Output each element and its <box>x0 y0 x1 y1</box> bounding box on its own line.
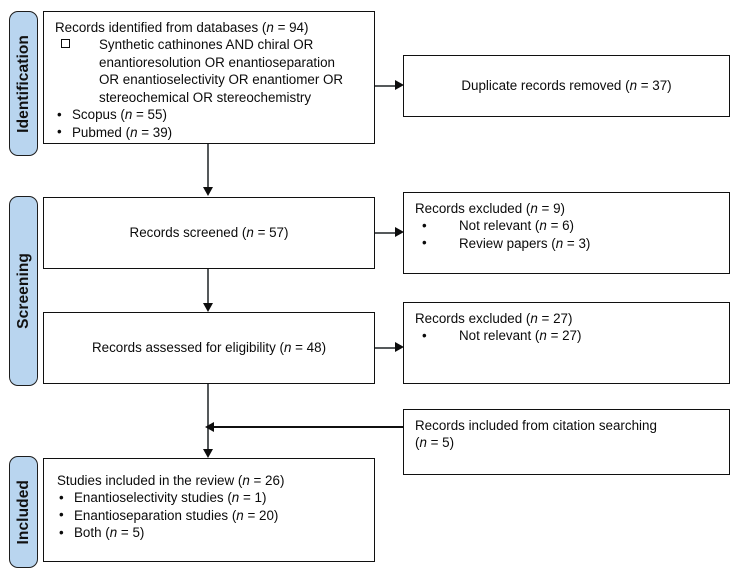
phase-included-label: Included <box>14 479 32 545</box>
box-citation-searching: Records included from citation searching… <box>403 409 730 475</box>
arrow-screened-to-eligibility <box>202 303 213 312</box>
exclusion-reason-list: Not relevant (n = 27) <box>415 327 718 345</box>
included-studies-list: Enantioselectivity studies (n = 1) Enant… <box>57 489 363 542</box>
box-studies-included: Studies included in the review (n = 26) … <box>43 458 375 562</box>
records-identified-heading: Records identified from databases (n = 9… <box>55 20 309 35</box>
arrow-eligibility-to-excluded <box>395 342 404 352</box>
connector-identified-to-duplicates <box>375 85 399 87</box>
phase-screening: Screening <box>9 196 38 386</box>
exclusion-reason-list: Not relevant (n = 6) Review papers (n = … <box>415 217 718 252</box>
studies-included-heading: Studies included in the review (n = 26) <box>57 473 285 488</box>
arrow-citation-to-spine <box>205 421 214 432</box>
list-item: Both (n = 5) <box>57 524 363 542</box>
phase-included: Included <box>9 456 38 568</box>
arrow-eligibility-to-included <box>202 449 213 458</box>
box-duplicates-removed-content: Duplicate records removed (n = 37) <box>415 77 718 94</box>
database-source-list: Scopus (n = 55) Pubmed (n = 39) <box>55 106 363 141</box>
records-excluded-screening-heading: Records excluded (n = 9) <box>415 201 565 216</box>
phase-identification-label: Identification <box>14 34 32 133</box>
box-records-screened-content: Records screened (n = 57) <box>55 224 363 241</box>
box-duplicates-removed: Duplicate records removed (n = 37) <box>403 55 730 117</box>
records-assessed-eligibility-text: Records assessed for eligibility (n = 48… <box>91 340 327 356</box>
arrow-identified-to-screened <box>202 187 213 196</box>
box-records-excluded-eligibility: Records excluded (n = 27) Not relevant (… <box>403 302 730 384</box>
list-item: Enantioselectivity studies (n = 1) <box>57 489 363 507</box>
box-studies-included-content: Studies included in the review (n = 26) … <box>57 472 363 542</box>
connector-screened-to-eligibility <box>207 269 209 310</box>
connector-eligibility-to-included <box>207 384 209 452</box>
search-query-item: Synthetic cathinones AND chiral OR enant… <box>55 36 363 106</box>
box-records-excluded-eligibility-content: Records excluded (n = 27) Not relevant (… <box>415 310 718 345</box>
checkbox-square-icon <box>61 38 70 48</box>
box-records-identified: Records identified from databases (n = 9… <box>43 11 375 144</box>
box-records-identified-content: Records identified from databases (n = 9… <box>55 19 363 141</box>
duplicates-removed-text: Duplicate records removed (n = 37) <box>461 78 672 94</box>
phase-identification: Identification <box>9 11 38 156</box>
box-records-assessed-eligibility: Records assessed for eligibility (n = 48… <box>43 312 375 384</box>
list-item: Not relevant (n = 6) <box>415 217 718 235</box>
connector-identified-to-screened <box>207 144 209 189</box>
citation-searching-line2: (n = 5) <box>415 435 455 451</box>
records-screened-text: Records screened (n = 57) <box>129 225 289 241</box>
list-item: Scopus (n = 55) <box>55 106 363 124</box>
box-citation-searching-content: Records included from citation searching… <box>415 417 718 452</box>
connector-screened-to-excluded <box>375 232 399 234</box>
records-excluded-eligibility-heading: Records excluded (n = 27) <box>415 311 573 326</box>
citation-searching-line1: Records included from citation searching <box>415 418 657 433</box>
box-records-excluded-screening-content: Records excluded (n = 9) Not relevant (n… <box>415 200 718 252</box>
box-records-screened: Records screened (n = 57) <box>43 197 375 269</box>
list-item: Review papers (n = 3) <box>415 234 718 252</box>
arrow-screened-to-excluded <box>395 227 404 237</box>
phase-screening-label: Screening <box>14 253 32 329</box>
connector-citation-to-spine <box>214 426 403 428</box>
search-query-text: Synthetic cathinones AND chiral OR enant… <box>99 37 344 105</box>
arrow-identified-to-duplicates <box>395 80 404 90</box>
box-records-assessed-eligibility-content: Records assessed for eligibility (n = 48… <box>55 339 363 356</box>
list-item: Enantioseparation studies (n = 20) <box>57 506 363 524</box>
box-records-excluded-screening: Records excluded (n = 9) Not relevant (n… <box>403 192 730 274</box>
connector-eligibility-to-excluded <box>375 347 399 349</box>
list-item: Not relevant (n = 27) <box>415 327 718 345</box>
list-item: Pubmed (n = 39) <box>55 123 363 141</box>
